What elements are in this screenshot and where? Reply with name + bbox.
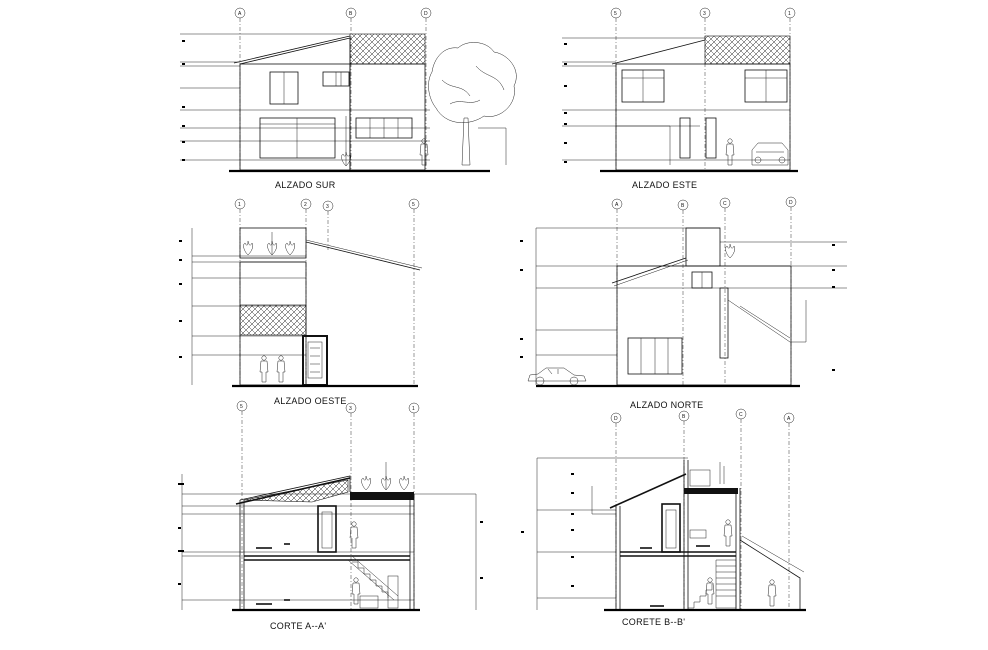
axis-label: D [424, 11, 428, 17]
view-corte-b: D B C A [521, 408, 806, 627]
view-corte-a: 5 3 1 [178, 400, 483, 631]
axis-label: 1 [238, 202, 241, 208]
axis-label: B [682, 414, 686, 420]
level-lines [521, 457, 688, 610]
person-icon [259, 355, 269, 383]
axis-label: B [681, 203, 685, 209]
person-icon [276, 355, 286, 383]
axis-label: 2 [304, 202, 307, 208]
person-icon [767, 579, 777, 607]
view-alzado-este: 5 3 1 ALZADO ESTE [562, 7, 798, 190]
shrub-icon [725, 243, 736, 259]
shrub-icon [285, 240, 296, 256]
car-icon [527, 367, 587, 386]
level-lines [520, 227, 847, 385]
axis-label: 1 [788, 11, 791, 17]
level-lines [180, 33, 430, 161]
person-icon [705, 577, 715, 605]
axis-label: A [238, 11, 242, 17]
view-alzado-norte: A B C D ALZADO NORTE [520, 196, 847, 410]
grid-axes: A B D [234, 7, 432, 170]
grid-axes: 5 3 1 [610, 7, 796, 170]
grid-axes: D B C A [610, 408, 795, 610]
shrub-icon [399, 475, 410, 491]
person-icon [349, 521, 359, 549]
level-lines [179, 228, 306, 385]
section-cut [609, 460, 805, 610]
person-icon [725, 138, 735, 166]
view-title: ALZADO NORTE [630, 400, 703, 410]
section-cut [235, 475, 415, 610]
car-front [751, 142, 789, 166]
view-title: CORTE A--A' [270, 621, 326, 631]
axis-label: C [739, 412, 743, 418]
axis-label: D [614, 416, 618, 422]
level-lines [562, 37, 790, 163]
tree [428, 42, 517, 166]
axis-label: 3 [703, 11, 706, 17]
shrub-icon [243, 240, 254, 256]
axis-label: D [789, 200, 793, 206]
view-title: CORETE B--B' [622, 617, 685, 627]
axis-label: C [723, 201, 727, 207]
view-title: ALZADO OESTE [274, 396, 347, 406]
person-icon [723, 519, 733, 547]
axis-label: 1 [412, 406, 415, 412]
axis-label: 3 [326, 204, 329, 210]
axis-label: 5 [614, 11, 617, 17]
axis-label: A [787, 416, 791, 422]
shrub-icon [361, 475, 372, 491]
axis-label: 5 [240, 404, 243, 410]
building-outline [611, 227, 807, 386]
person-icon [419, 138, 429, 166]
axis-label: A [615, 202, 619, 208]
axis-label: 3 [349, 406, 352, 412]
level-lines [178, 474, 483, 610]
axis-label: B [349, 11, 353, 17]
view-alzado-oeste: 1 2 3 5 ALZADO OESTE [179, 198, 423, 406]
view-title: ALZADO ESTE [632, 180, 697, 190]
view-title: ALZADO SUR [275, 180, 336, 190]
building-outline [239, 227, 423, 386]
axis-label: 5 [412, 202, 415, 208]
grid-axes: A B C D [611, 196, 797, 385]
building-outline [611, 35, 791, 171]
view-alzado-sur: A B D ALZADO SUR [180, 7, 517, 190]
